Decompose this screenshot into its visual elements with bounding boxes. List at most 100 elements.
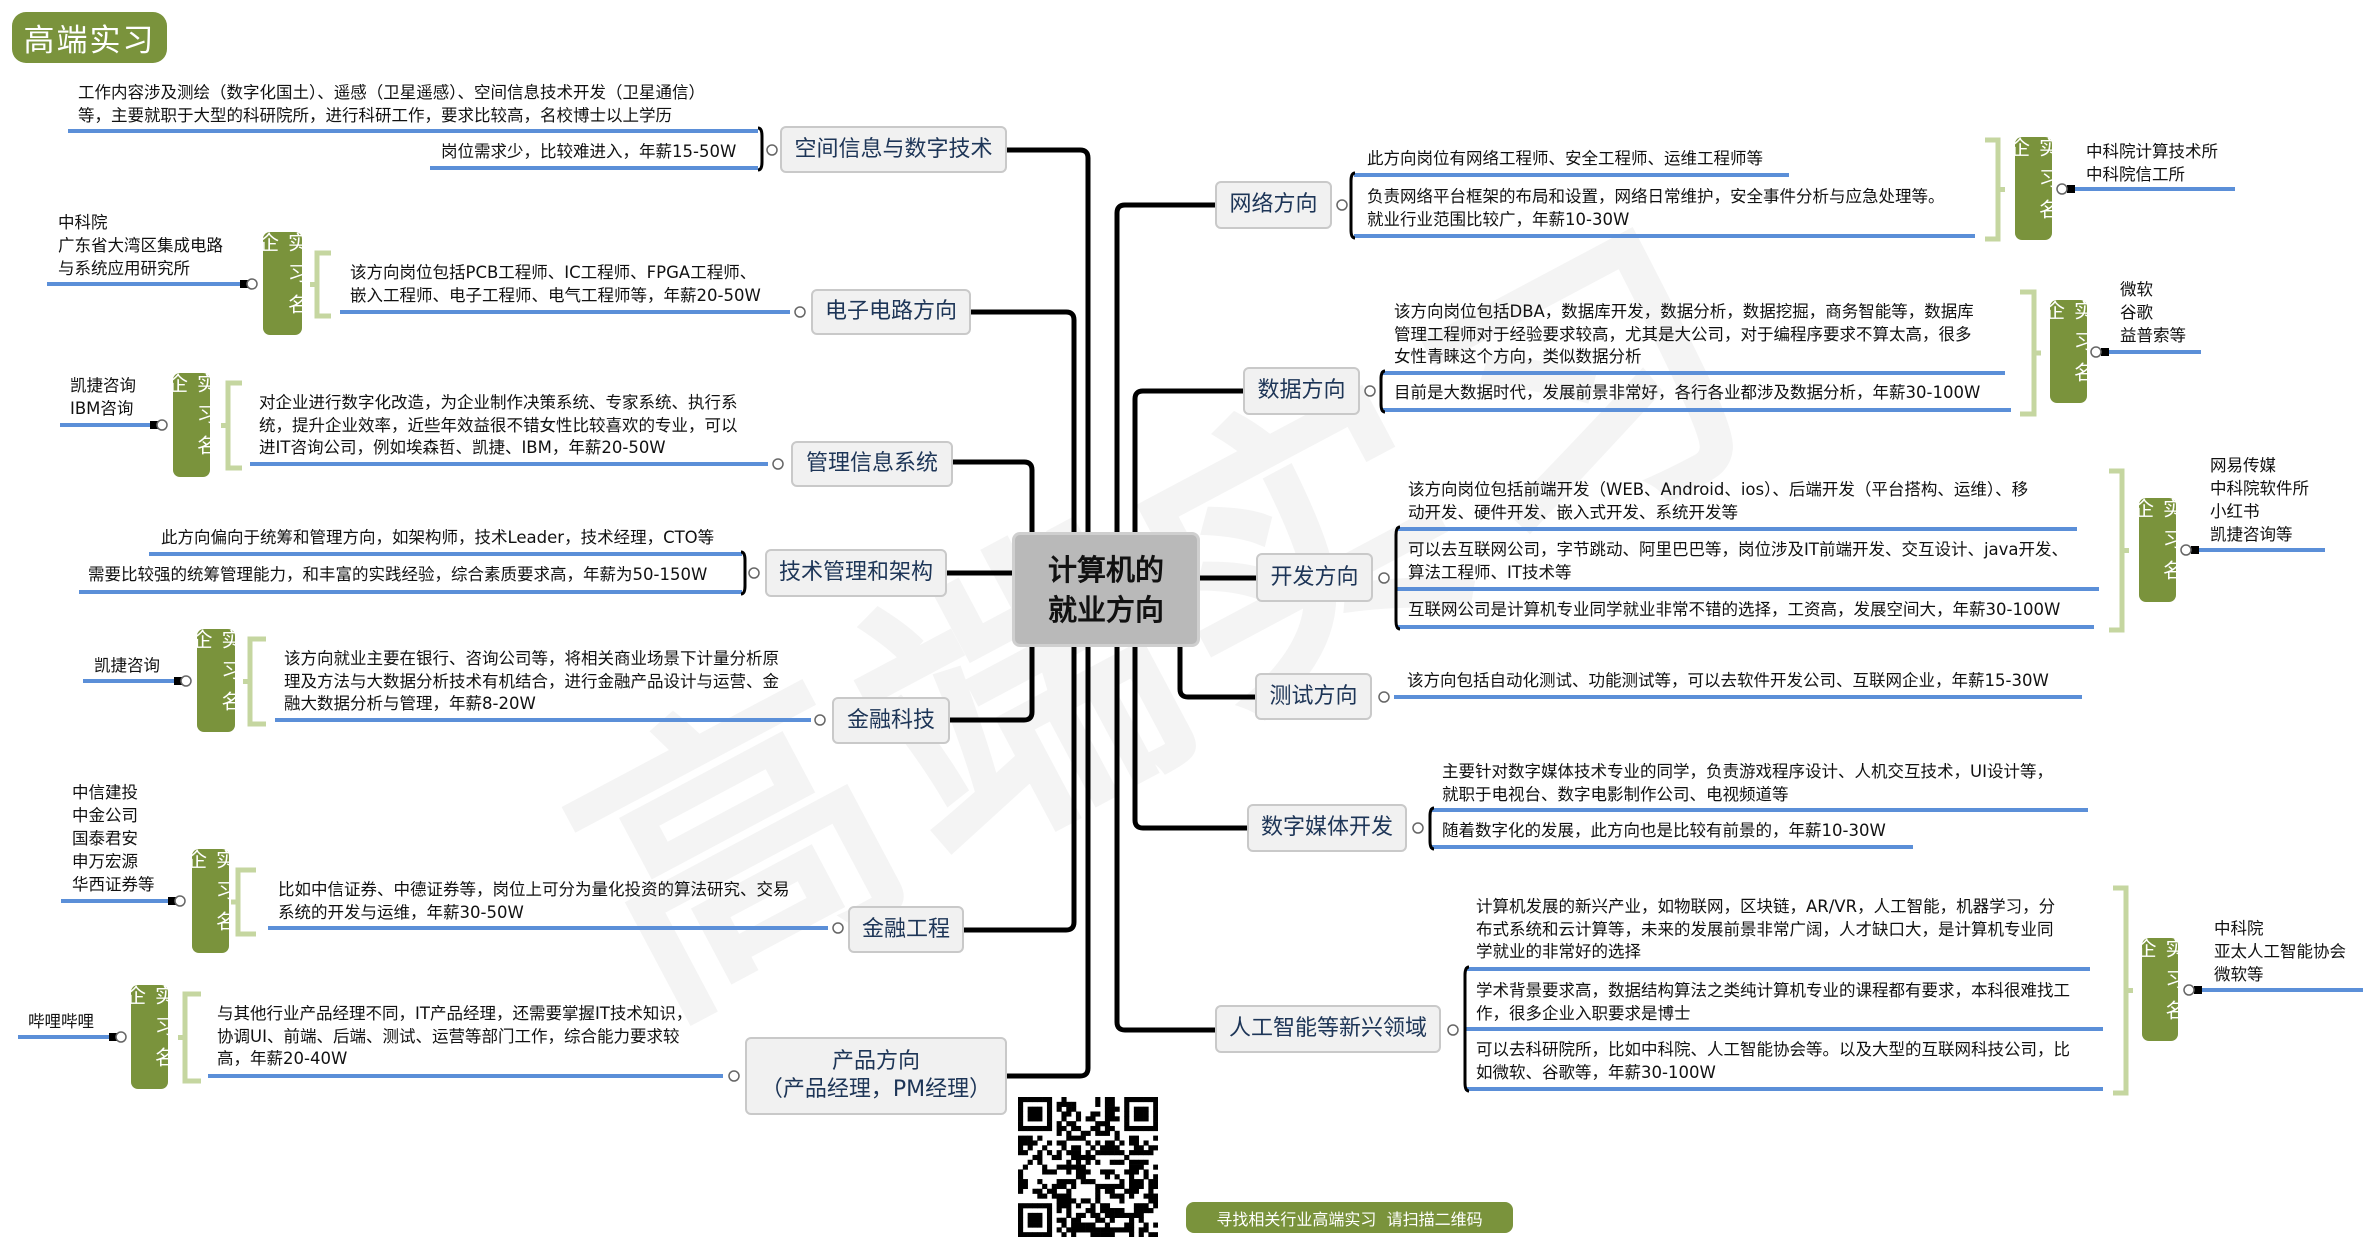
branch-connector xyxy=(1114,202,1218,535)
connector-square xyxy=(240,280,248,288)
company-list: 凯捷咨询 xyxy=(94,654,160,677)
topic-node[interactable]: 开发方向 xyxy=(1256,553,1373,602)
company-name: 中科院信工所 xyxy=(2086,165,2185,184)
note-line: 互联网公司是计算机专业同学就业非常不错的选择，工资高，发展空间大，年薪30-10… xyxy=(1408,600,2061,619)
note-line: 该方向岗位包括DBA，数据库开发，数据分析，数据挖掘，商务智能等，数据库 xyxy=(1394,302,1974,321)
central-topic-line1: 计算机的 xyxy=(1047,552,1164,587)
badge-label: 实习名企 xyxy=(255,232,309,325)
note-text: 该方向岗位包括DBA，数据库开发，数据分析，数据挖掘，商务智能等，数据库管理工程… xyxy=(1394,301,1974,369)
summary-bracket xyxy=(178,991,201,1084)
famous-companies-badge[interactable]: 实习名企 xyxy=(123,985,176,1089)
topic-node[interactable]: 测试方向 xyxy=(1255,673,1372,720)
collapse-toggle-icon xyxy=(772,458,784,470)
branch-connector xyxy=(947,644,1035,723)
central-topic[interactable]: 计算机的 就业方向 xyxy=(1012,532,1200,647)
note-line: 就业行业范围比较广，年薪10-30W xyxy=(1367,209,1630,229)
note-line: 作，很多企业入职要求是博士 xyxy=(1476,1003,1691,1023)
note-text: 此方向岗位有网络工程师、安全工程师、运维工程师等 xyxy=(1367,148,1763,171)
collapse-toggle-icon xyxy=(832,922,844,934)
note-line: 计算机发展的新兴产业，如物联网，区块链，AR/VR，人工智能，机器学习，分 xyxy=(1476,897,2056,916)
topic-node[interactable]: 电子电路方向 xyxy=(811,289,971,335)
note-line: 算法工程师、IT技术等 xyxy=(1408,562,1572,582)
note-text: 岗位需求少，比较难进入，年薪15-50W xyxy=(441,141,736,164)
connector-square xyxy=(2067,185,2075,193)
note-text: 该方向包括自动化测试、功能测试等，可以去软件开发公司、互联网企业，年薪15-30… xyxy=(1407,670,2049,693)
branch-connector xyxy=(1004,147,1091,535)
note-line: 高，年薪20-40W xyxy=(217,1049,348,1068)
collapse-toggle-icon xyxy=(246,278,258,290)
badge-label: 实习名企 xyxy=(2041,300,2095,393)
note-text: 随着数字化的发展，此方向也是比较有前景的，年薪10-30W xyxy=(1442,820,1886,843)
scan-qr-button[interactable]: 寻找相关行业高端实习 请扫描二维码 xyxy=(1186,1202,1513,1233)
topic-node[interactable]: 金融科技 xyxy=(832,697,950,744)
note-line: 统，提升企业效率，近些年效益很不错女性比较喜欢的专业，可以 xyxy=(259,415,738,435)
collapse-toggle-icon xyxy=(1412,822,1424,834)
note-text: 比如中信证券、中德证券等，岗位上可分为量化投资的算法研究、交易系统的开发与运维，… xyxy=(278,879,790,924)
note-line: 理及方法与大数据分析技术有机结合，进行金融产品设计与运营、金 xyxy=(284,671,779,691)
note-text: 计算机发展的新兴产业，如物联网，区块链，AR/VR，人工智能，机器学习，分布式系… xyxy=(1476,896,2055,964)
branch-connector xyxy=(1132,388,1246,535)
famous-companies-badge[interactable]: 实习名企 xyxy=(2133,938,2186,1041)
company-name: 中科院 xyxy=(58,213,108,232)
famous-companies-badge[interactable]: 实习名企 xyxy=(184,849,237,953)
topic-node[interactable]: 空间信息与数字技术 xyxy=(780,126,1007,173)
note-text: 目前是大数据时代，发展前景非常好，各行各业都涉及数据分析，年薪30-100W xyxy=(1394,382,1980,405)
badge-label: 实习名企 xyxy=(2133,938,2186,1031)
topic-node[interactable]: 数字媒体开发 xyxy=(1247,804,1407,852)
note-line: 学就业的非常好的选择 xyxy=(1476,942,1641,961)
note-line: 可以去互联网公司，字节跳动、阿里巴巴等，岗位涉及IT前端开发、交互设计、java… xyxy=(1408,540,2069,559)
note-line: 如微软、谷歌等，年薪30-100W xyxy=(1476,1062,1716,1082)
company-name: 华西证券等 xyxy=(72,875,155,894)
badge-label: 实习名企 xyxy=(2006,137,2060,230)
topic-node[interactable]: 产品方向（产品经理，PM经理） xyxy=(745,1037,1007,1115)
note-text: 可以去互联网公司，字节跳动、阿里巴巴等，岗位涉及IT前端开发、交互设计、java… xyxy=(1408,539,2068,584)
topic-title: 管理信息系统 xyxy=(805,451,938,476)
topic-node[interactable]: 人工智能等新兴领域 xyxy=(1215,1005,1441,1053)
famous-companies-badge[interactable]: 实习名企 xyxy=(2042,300,2095,403)
title-badge: 高端实习 xyxy=(12,12,167,63)
company-name: 广东省大湾区集成电路 xyxy=(58,236,223,255)
topic-node[interactable]: 金融工程 xyxy=(848,906,964,953)
note-line: 该方向包括自动化测试、功能测试等，可以去软件开发公司、互联网企业，年薪15-30… xyxy=(1407,671,2049,690)
famous-companies-badge[interactable]: 实习名企 xyxy=(2131,498,2184,602)
note-line: 与其他行业产品经理不同，IT产品经理，还需要掌握IT技术知识， xyxy=(217,1004,693,1023)
company-name: 申万宏源 xyxy=(72,852,138,871)
note-line: 工作内容涉及测绘（数字化国土）、遥感（卫星遥感）、空间信息技术开发（卫星通信） xyxy=(78,83,705,102)
note-text: 主要针对数字媒体技术专业的同学，负责游戏程序设计、人机交互技术，UI设计等，就职… xyxy=(1442,761,2053,806)
topic-title: 开发方向 xyxy=(1270,564,1359,590)
collapse-toggle-icon xyxy=(1378,572,1390,584)
topic-node[interactable]: 技术管理和架构 xyxy=(765,549,947,597)
company-name: 中金公司 xyxy=(72,806,138,825)
company-name: 中科院 xyxy=(2214,919,2264,938)
company-name: 中信建投 xyxy=(72,783,138,802)
connector-square xyxy=(174,677,182,685)
company-name: 与系统应用研究所 xyxy=(58,259,190,278)
famous-companies-badge[interactable]: 实习名企 xyxy=(2007,137,2060,240)
company-name: 益普索等 xyxy=(2120,326,2186,345)
note-line: 学术背景要求高，数据结构算法之类纯计算机专业的课程都有要求，本科很难找工 xyxy=(1476,981,2070,1000)
company-list: 中信建投中金公司国泰君安申万宏源华西证券等 xyxy=(72,781,155,896)
company-name: 哔哩哔哩 xyxy=(28,1012,94,1031)
topic-node[interactable]: 网络方向 xyxy=(1215,181,1332,229)
famous-companies-badge[interactable]: 实习名企 xyxy=(256,232,309,335)
note-line: 负责网络平台框架的布局和设置，网络日常维护，安全事件分析与应急处理等。 xyxy=(1367,187,1945,206)
collapse-toggle-icon xyxy=(2183,984,2195,996)
company-name: 国泰君安 xyxy=(72,829,138,848)
topic-node[interactable]: 管理信息系统 xyxy=(791,441,953,487)
famous-companies-badge[interactable]: 实习名企 xyxy=(189,629,242,732)
topic-node[interactable]: 数据方向 xyxy=(1243,367,1360,415)
company-list: 中科院计算技术所中科院信工所 xyxy=(2086,140,2218,186)
topic-title: 电子电路方向 xyxy=(824,299,957,324)
note-text: 工作内容涉及测绘（数字化国土）、遥感（卫星遥感）、空间信息技术开发（卫星通信） 等… xyxy=(78,82,705,127)
collapse-toggle-icon xyxy=(2090,346,2102,358)
collapse-toggle-icon xyxy=(748,567,760,579)
note-line: 等，主要就职于大型的科研院所，进行科研工作，要求比较高，名校博士以上学历 xyxy=(78,105,672,125)
topic-title: 产品方向 xyxy=(831,1049,920,1074)
famous-companies-badge[interactable]: 实习名企 xyxy=(165,373,218,477)
note-text: 负责网络平台框架的布局和设置，网络日常维护，安全事件分析与应急处理等。就业行业范… xyxy=(1367,186,1945,231)
company-name: 凯捷咨询 xyxy=(70,376,136,395)
company-name: 中科院计算技术所 xyxy=(2086,142,2218,161)
branch-connector xyxy=(1114,644,1218,1033)
